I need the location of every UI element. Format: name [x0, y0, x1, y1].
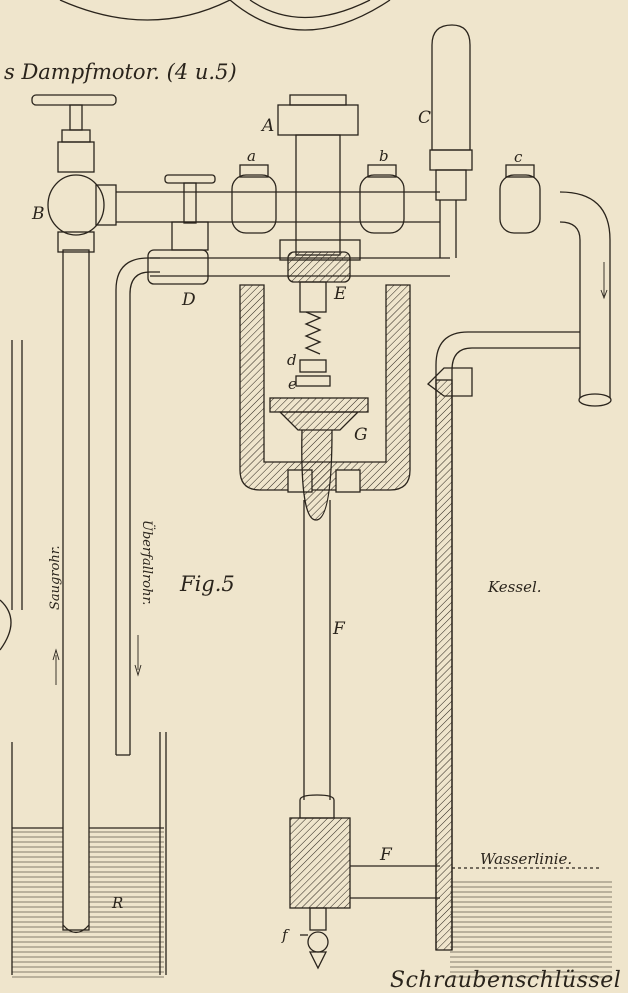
air-vessel-C [431, 24, 471, 151]
overflow-pipe [115, 257, 160, 755]
figure-label: Fig.5 [180, 572, 235, 596]
valve-b-body [359, 164, 405, 234]
suction-pipe [62, 249, 90, 931]
label-A: A [262, 116, 275, 136]
label-saugrohr: Saugrohr. [48, 545, 63, 610]
label-D: D [182, 290, 196, 310]
frame-G [239, 284, 411, 491]
label-wasserlinie: Wasserlinie. [480, 850, 573, 868]
footer-caption: Schraubenschlüssel [390, 968, 622, 993]
boiler-pipe [435, 331, 580, 950]
label-c: c [514, 148, 523, 166]
valve-B-body [47, 174, 105, 236]
label-kessel: Kessel. [488, 578, 542, 596]
water-right [450, 880, 612, 980]
valve-a-body [231, 164, 277, 234]
label-F-lower: F [380, 845, 392, 865]
spring-d [304, 311, 322, 355]
right-elbow-pipe [559, 191, 611, 398]
label-C: C [418, 108, 432, 128]
cup-G [301, 429, 333, 521]
label-ueberfallrohr: Überfallrohr. [139, 520, 154, 606]
label-R: R [112, 894, 124, 912]
fitting-E [287, 251, 351, 283]
valve-c-body [499, 164, 541, 234]
header-title-text: s Dampfmotor. [4, 60, 160, 84]
top-curve-left [59, 0, 231, 21]
label-a: a [247, 147, 256, 165]
handwheel-top [31, 94, 117, 106]
label-e: e [288, 375, 297, 393]
top-curve-right [229, 0, 391, 31]
label-F: F [333, 619, 345, 639]
label-G: G [354, 425, 368, 445]
bottom-fitting [289, 817, 351, 909]
housing-A [277, 104, 359, 136]
header-title-suffix: (4 u.5) [166, 60, 237, 84]
header-title: s Dampfmotor. (4 u.5) [4, 62, 237, 83]
label-d: d [287, 351, 297, 369]
label-b: b [379, 147, 389, 165]
label-f: f [282, 926, 288, 944]
label-B: B [32, 204, 45, 224]
label-E: E [334, 284, 347, 304]
